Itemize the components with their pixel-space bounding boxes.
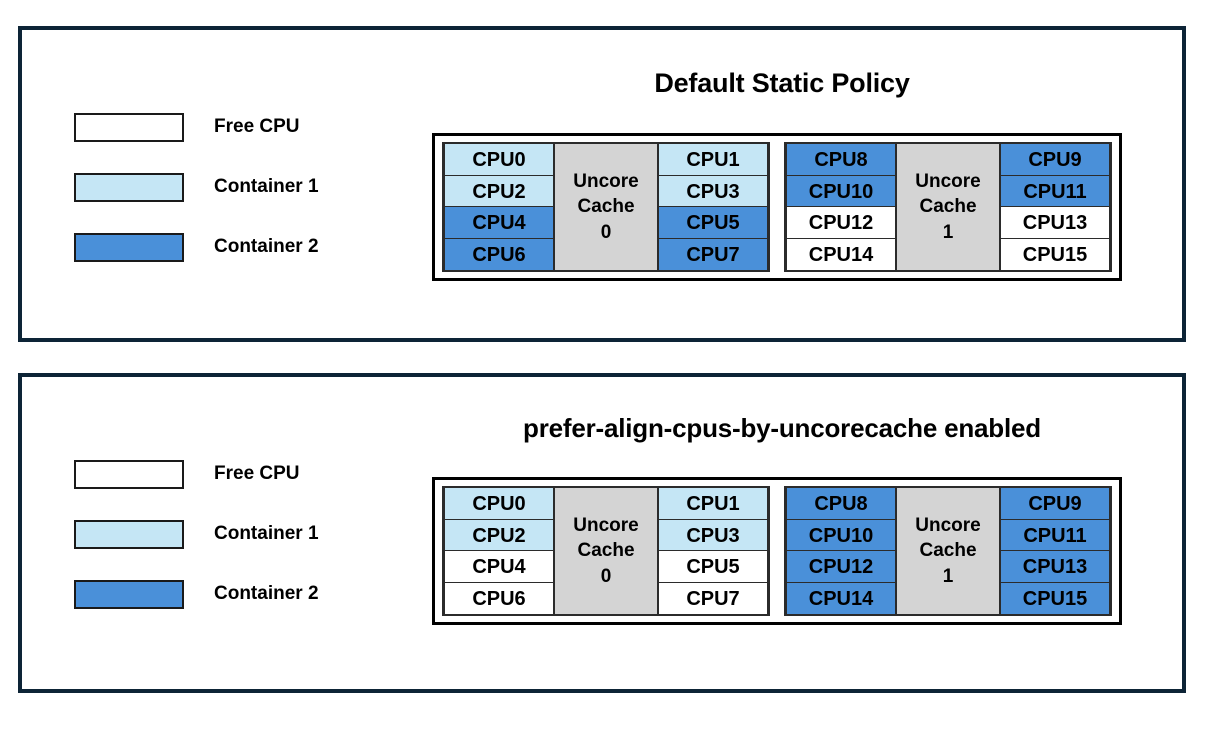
cpu-cell: CPU8 <box>786 487 896 521</box>
legend-swatch-container1 <box>74 172 184 202</box>
cpu-cell: CPU14 <box>786 581 896 615</box>
page-title: prefer-align-cpus-by-uncorecache enabled <box>523 413 1041 443</box>
cpu-cell: CPU4 <box>444 206 554 240</box>
legend-label: Container 2 <box>214 236 319 257</box>
cpu-cell: CPU14 <box>786 237 896 271</box>
cpu-cell: CPU7 <box>658 237 768 271</box>
legend: Free CPU Container 1 Container 2 <box>74 112 319 262</box>
legend-swatch-container2 <box>74 579 184 609</box>
legend-label: Free CPU <box>214 463 300 484</box>
legend-label: Container 1 <box>214 176 319 197</box>
legend: Free CPU Container 1 Container 2 <box>74 459 319 609</box>
uncore-cache-label-line: Cache <box>577 540 635 562</box>
page-title: Default Static Policy <box>654 68 910 98</box>
cpu-cell: CPU9 <box>1000 143 1110 177</box>
legend-item-container1: Container 1 <box>74 172 319 202</box>
uncore-cache-label-line: Uncore <box>573 170 639 192</box>
cpu-cell: CPU0 <box>444 487 554 521</box>
legend-label: Free CPU <box>214 116 300 137</box>
cpu-cell: CPU15 <box>1000 237 1110 271</box>
panel-default-static-policy: Default Static Policy Free CPU Container … <box>18 26 1186 342</box>
uncore-cache-label-line: 0 <box>600 221 612 243</box>
uncore-cache-label-line: Cache <box>577 196 635 218</box>
legend-item-container2: Container 2 <box>74 579 319 609</box>
uncore-cache-label-line: 1 <box>942 221 954 243</box>
cpu-cell: CPU5 <box>658 206 768 240</box>
uncore-cache-label-line: Uncore <box>915 514 981 536</box>
cpu-cell: CPU12 <box>786 550 896 584</box>
cpu-cell: CPU12 <box>786 206 896 240</box>
cpu-cell: CPU8 <box>786 143 896 177</box>
cpu-cell: CPU13 <box>1000 550 1110 584</box>
cpu-cell: CPU3 <box>658 174 768 208</box>
cpu-cell: CPU3 <box>658 518 768 552</box>
uncore-cache-label-line: 0 <box>600 565 612 587</box>
uncore-cache-label-line: 1 <box>942 565 954 587</box>
uncore-cache-label-line: Cache <box>919 196 977 218</box>
cpu-cell: CPU1 <box>658 143 768 177</box>
cpu-cell: CPU2 <box>444 518 554 552</box>
legend-label: Container 2 <box>214 583 319 604</box>
legend-swatch-free <box>74 459 184 489</box>
legend-item-container2: Container 2 <box>74 232 319 262</box>
uncore-cache-label-line: Uncore <box>915 170 981 192</box>
cpu-cell: CPU4 <box>444 550 554 584</box>
legend-item-free: Free CPU <box>74 459 319 489</box>
legend-swatch-free <box>74 112 184 142</box>
cpu-cell: CPU1 <box>658 487 768 521</box>
legend-item-free: Free CPU <box>74 112 319 142</box>
cpu-cell: CPU6 <box>444 581 554 615</box>
cpu-cell: CPU6 <box>444 237 554 271</box>
uncore-cache-label-line: Uncore <box>573 514 639 536</box>
legend-item-container1: Container 1 <box>74 519 319 549</box>
cpu-cell: CPU15 <box>1000 581 1110 615</box>
legend-swatch-container1 <box>74 519 184 549</box>
cpu-cell: CPU5 <box>658 550 768 584</box>
legend-label: Container 1 <box>214 523 319 544</box>
legend-swatch-container2 <box>74 232 184 262</box>
cpu-cell: CPU13 <box>1000 206 1110 240</box>
uncore-cache-label-line: Cache <box>919 540 977 562</box>
cpu-cell: CPU2 <box>444 174 554 208</box>
cpu-cell: CPU10 <box>786 518 896 552</box>
cpu-cell: CPU11 <box>1000 518 1110 552</box>
cpu-cell: CPU7 <box>658 581 768 615</box>
cpu-cell: CPU0 <box>444 143 554 177</box>
cpu-cell: CPU9 <box>1000 487 1110 521</box>
cpu-cell: CPU10 <box>786 174 896 208</box>
panel-prefer-align-enabled: prefer-align-cpus-by-uncorecache enabled… <box>18 373 1186 693</box>
cpu-cell: CPU11 <box>1000 174 1110 208</box>
